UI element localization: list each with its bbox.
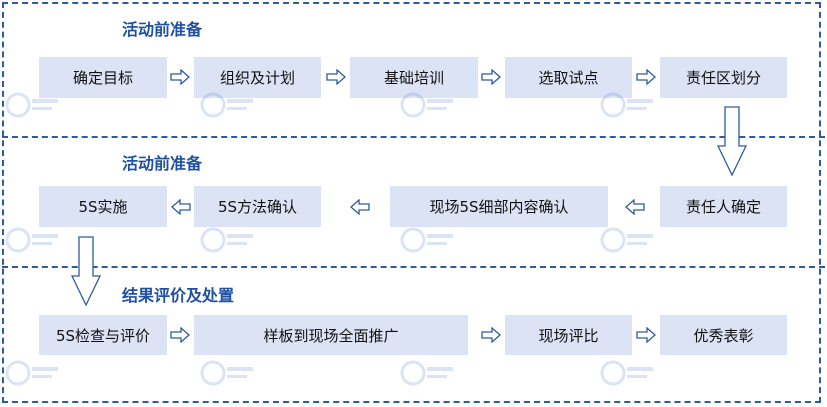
- hollow-arrow-icon: [481, 69, 501, 85]
- stage-title-implementation: 活动前准备: [122, 154, 203, 173]
- hollow-arrow-icon: [625, 199, 645, 215]
- hollow-arrow-icon: [350, 199, 370, 215]
- step-box-basic-training: 基础培训: [350, 57, 478, 98]
- hollow-arrow-icon: [636, 327, 656, 343]
- step-box-assign-owner: 责任人确定: [660, 186, 787, 227]
- step-box-inspect-evaluate: 5S检查与评价: [39, 315, 167, 355]
- step-box-site-competition: 现场评比: [505, 315, 632, 355]
- stage-title-evaluation: 结果评价及处置: [122, 286, 235, 305]
- hollow-arrow-icon: [170, 69, 190, 85]
- step-box-select-pilot: 选取试点: [505, 57, 632, 98]
- hollow-arrow-icon: [326, 69, 346, 85]
- step-box-organize-plan: 组织及计划: [194, 57, 321, 98]
- step-box-implement-5s: 5S实施: [39, 186, 167, 227]
- outer-frame: [2, 2, 821, 403]
- step-box-promote-model: 样板到现场全面推广: [194, 315, 468, 355]
- stage-title-preparation: 活动前准备: [122, 20, 203, 39]
- step-box-divide-areas: 责任区划分: [660, 57, 787, 98]
- hollow-arrow-icon: [71, 236, 101, 306]
- hollow-arrow-icon: [717, 106, 747, 176]
- step-box-set-goals: 确定目标: [39, 57, 167, 98]
- hollow-arrow-icon: [481, 327, 501, 343]
- step-box-commend-excellent: 优秀表彰: [660, 315, 787, 355]
- hollow-arrow-icon: [171, 199, 191, 215]
- hollow-arrow-icon: [636, 69, 656, 85]
- step-box-confirm-details: 现场5S细部内容确认: [390, 186, 608, 227]
- hollow-arrow-icon: [170, 327, 190, 343]
- section-divider-1: [2, 136, 825, 138]
- section-divider-2: [2, 266, 825, 268]
- step-box-confirm-method: 5S方法确认: [194, 186, 321, 227]
